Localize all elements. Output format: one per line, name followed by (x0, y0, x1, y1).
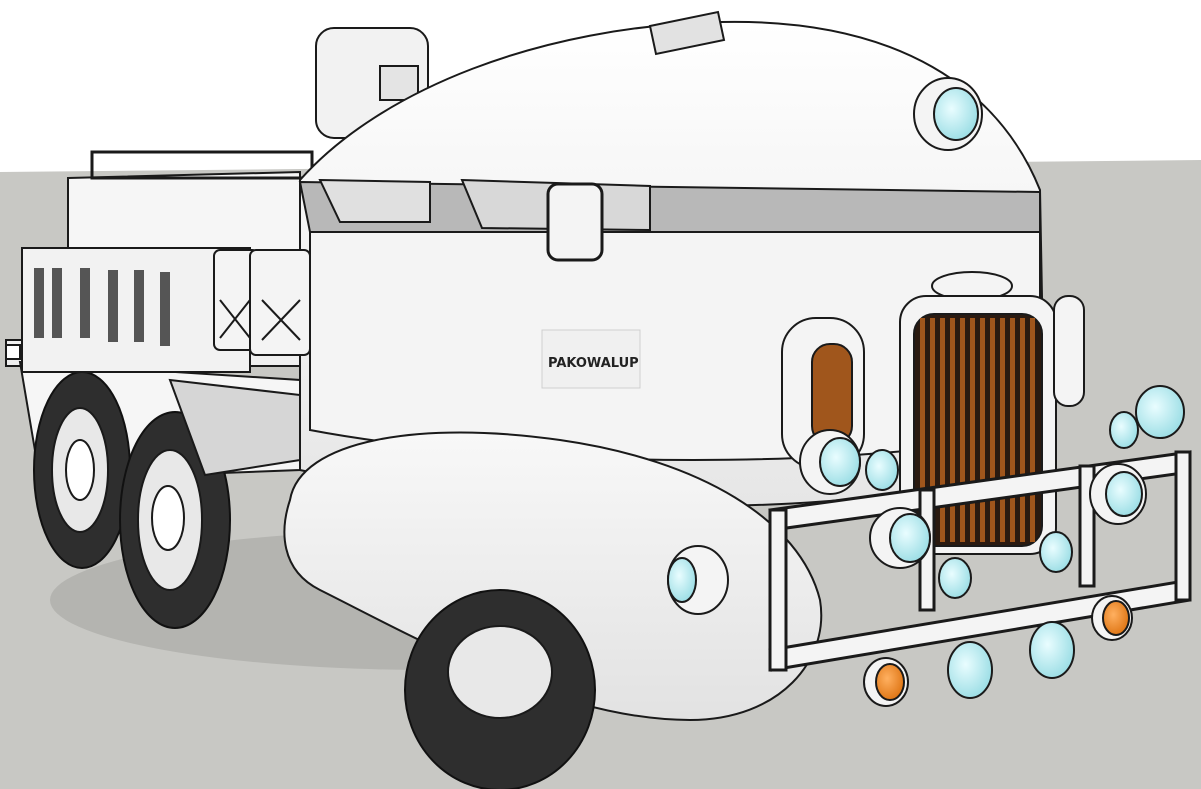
tail-light (5, 344, 21, 360)
indicator-lights (863, 595, 1133, 707)
rear-wheel-1 (33, 371, 131, 569)
left-intake-grille (811, 343, 853, 445)
roof-rail (90, 150, 314, 180)
bull-bar (768, 450, 1192, 672)
vent-slats (34, 268, 170, 346)
decal-text: PAKOWALUP (548, 356, 639, 371)
side-mirror (546, 182, 604, 262)
exhaust-window (379, 65, 419, 101)
window-visor (318, 178, 431, 223)
headlamps (799, 385, 1185, 699)
grille-bars (920, 318, 1035, 542)
jerry-cans (213, 249, 311, 356)
fender-lamp (667, 545, 729, 615)
decal: PAKOWALUP (541, 329, 641, 389)
right-intake (1053, 295, 1085, 407)
rear-box (67, 170, 301, 260)
front-wheel (404, 589, 596, 789)
roof-hatch (648, 10, 726, 56)
top-porthole (913, 77, 983, 151)
